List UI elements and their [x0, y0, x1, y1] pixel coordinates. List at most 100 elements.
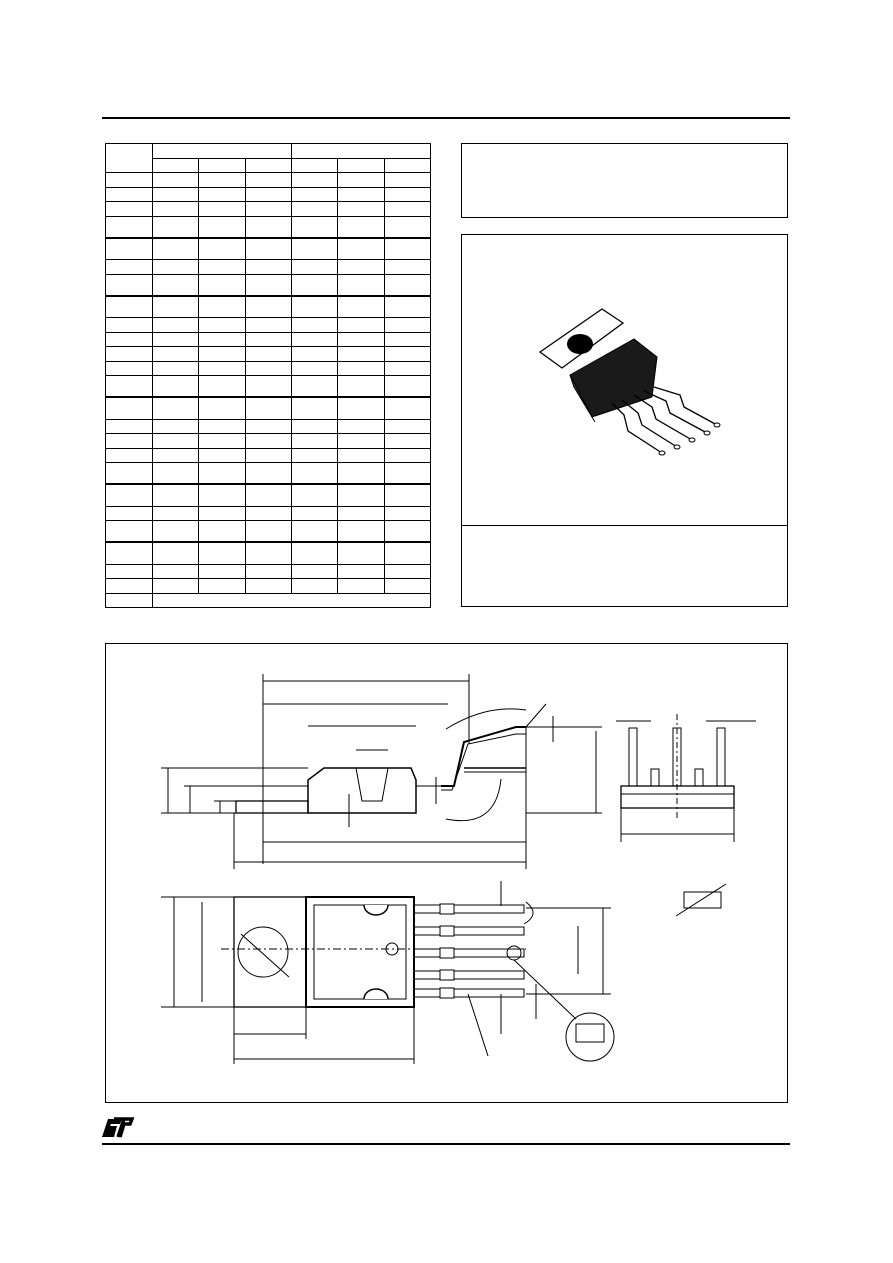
table-row: [105, 520, 432, 543]
table-cell: [151, 360, 200, 376]
table-cell: [244, 418, 292, 434]
table-cell: [105, 592, 153, 608]
table-cell: [244, 215, 292, 239]
table-row: [105, 201, 432, 217]
table-cell: [244, 172, 292, 188]
table-cell: [290, 541, 339, 565]
table-header-cell: [198, 157, 246, 173]
table-row: [105, 483, 432, 507]
table-cell: [151, 563, 200, 579]
table-cell: [290, 331, 339, 347]
table-cell: [383, 172, 432, 188]
table-cell: [198, 578, 246, 594]
table-cell: [198, 541, 246, 565]
table-cell: [290, 520, 339, 543]
dimension-table: [105, 143, 432, 608]
table-cell: [383, 215, 432, 239]
table-cell: [244, 346, 292, 362]
table-cell: [244, 273, 292, 297]
table-cell: [337, 236, 385, 260]
table-row: [105, 294, 432, 318]
table-cell: [198, 396, 246, 420]
table-row: [105, 396, 432, 420]
table-subheader-row: [106, 157, 432, 173]
table-row: [105, 578, 432, 594]
table-cell: [290, 578, 339, 594]
package-title-box: [461, 143, 788, 218]
table-cell: [151, 201, 200, 217]
table-cell: [105, 433, 153, 449]
table-cell: [337, 201, 385, 217]
table-cell: [105, 563, 153, 579]
table-cell: [337, 294, 385, 318]
table-cell: [198, 172, 246, 188]
table-cell: [244, 505, 292, 521]
table-cell: [105, 447, 153, 463]
table-header-cell: [383, 157, 432, 173]
table-cell: [151, 273, 200, 297]
table-cell: [151, 236, 200, 260]
table-cell: [244, 520, 292, 543]
table-cell: [151, 186, 200, 202]
mechanical-drawing-frame: [105, 643, 788, 1103]
table-cell: [337, 541, 385, 565]
table-cell: [290, 186, 339, 202]
table-cell: [105, 462, 153, 485]
table-cell: [105, 294, 153, 318]
table-cell: [244, 317, 292, 333]
table-cell: [151, 447, 200, 463]
footer-rule: [102, 1143, 790, 1145]
table-cell: [151, 294, 200, 318]
table-cell: [244, 186, 292, 202]
table-row: [105, 236, 432, 260]
table-cell: [337, 259, 385, 275]
table-cell: [105, 215, 153, 239]
table-cell: [151, 505, 200, 521]
table-cell: [290, 462, 339, 485]
table-cell: [244, 360, 292, 376]
table-cell: [337, 375, 385, 398]
table-cell: [244, 396, 292, 420]
table-cell: [105, 520, 153, 543]
table-cell: [290, 563, 339, 579]
table-cell: [151, 433, 200, 449]
table-cell: [105, 483, 153, 507]
table-cell: [337, 317, 385, 333]
table-cell: [198, 259, 246, 275]
package-leads: [611, 386, 718, 454]
table-cell: [105, 578, 153, 594]
table-cell: [290, 360, 339, 376]
end-view: [616, 714, 756, 842]
table-cell: [290, 447, 339, 463]
table-cell: [244, 563, 292, 579]
table-row: [105, 462, 432, 485]
table-row: [105, 563, 432, 579]
table-cell: [383, 433, 432, 449]
table-header-cell: [290, 143, 432, 159]
table-cell: [198, 215, 246, 239]
table-cell: [337, 396, 385, 420]
table-cell: [105, 541, 153, 565]
table-cell: [198, 563, 246, 579]
table-cell: [198, 360, 246, 376]
table-cell: [383, 396, 432, 420]
table-cell: [244, 447, 292, 463]
table-cell: [337, 172, 385, 188]
table-cell: [383, 541, 432, 565]
table-row: [105, 172, 432, 188]
table-cell: [290, 418, 339, 434]
table-cell: [337, 360, 385, 376]
table-cell: [337, 578, 385, 594]
table-header-row: [105, 143, 432, 173]
table-row: [105, 592, 431, 608]
table-cell: [198, 331, 246, 347]
st-logo-icon: [102, 1117, 134, 1138]
table-cell: [105, 317, 153, 333]
table-cell: [105, 186, 153, 202]
top-view: [161, 881, 727, 1064]
table-cell: [151, 462, 200, 485]
table-cell: [383, 360, 432, 376]
table-cell: [290, 215, 339, 239]
table-cell: [105, 346, 153, 362]
table-cell: [198, 346, 246, 362]
